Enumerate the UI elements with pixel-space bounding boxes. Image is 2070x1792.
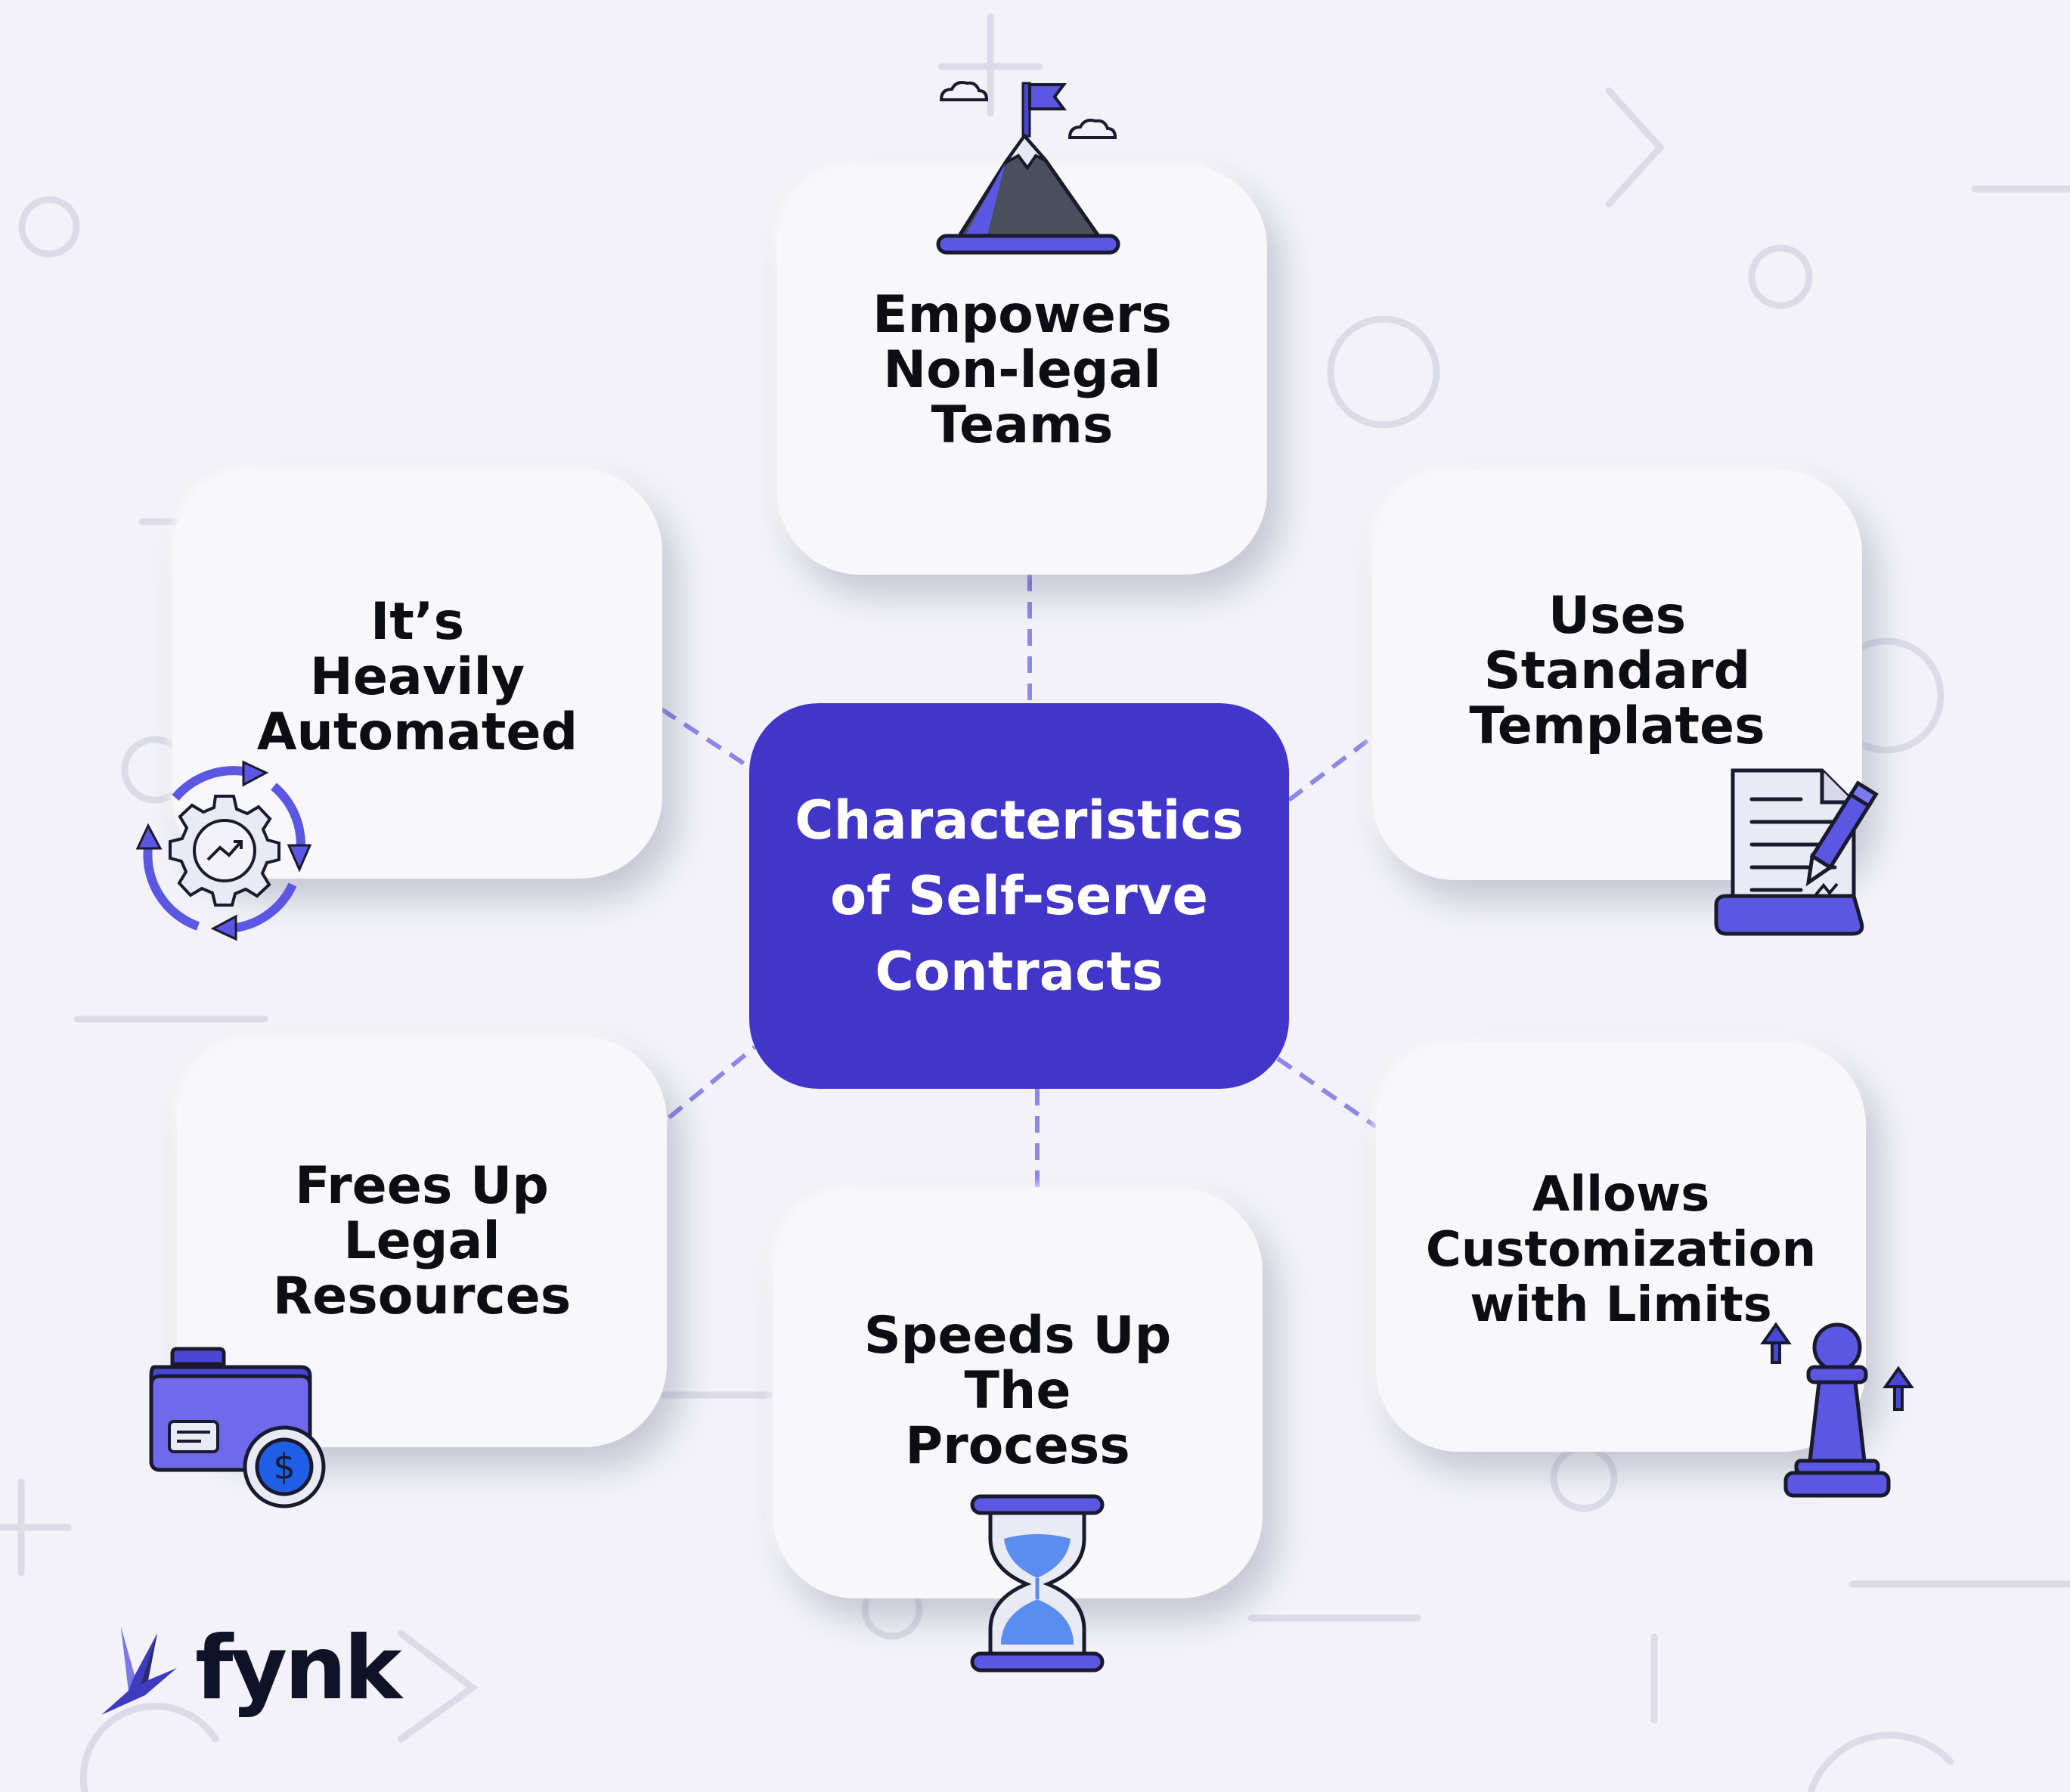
central-topic-line-1: Characteristics	[795, 789, 1244, 851]
card-bottom-line-3: Process	[905, 1416, 1130, 1476]
card-lower-right-line-3: with Limits	[1470, 1277, 1772, 1333]
card-allows-customization-with-limits: Allows Customization with Limits	[1376, 1042, 1866, 1452]
card-top-line-2: Non-legal	[883, 340, 1161, 400]
automation-gear-cycle-icon	[135, 760, 312, 941]
card-lower-left-line-2: Legal	[343, 1211, 500, 1271]
document-pen-icon	[1714, 768, 1879, 936]
svg-text:$: $	[273, 1446, 295, 1487]
card-upper-right-line-3: Templates	[1469, 696, 1765, 756]
brand-name: fynk	[195, 1617, 402, 1719]
card-bottom-line-2: The	[964, 1361, 1071, 1421]
card-upper-left-line-3: Automated	[256, 702, 578, 762]
card-upper-left-line-2: Heavily	[309, 647, 525, 707]
card-bottom-line-1: Speeds Up	[863, 1306, 1172, 1366]
central-topic-line-2: of Self-serve	[830, 865, 1208, 927]
card-upper-right-line-1: Uses	[1548, 586, 1687, 646]
central-topic-line-3: Contracts	[875, 941, 1164, 1003]
hourglass-icon	[970, 1494, 1105, 1673]
card-upper-right-line-2: Standard	[1483, 641, 1751, 701]
mountain-flag-icon	[936, 81, 1120, 255]
card-top-line-3: Teams	[931, 395, 1114, 455]
central-topic-box: Characteristics of Self-serve Contracts	[749, 703, 1289, 1089]
chess-pawn-arrows-icon	[1760, 1322, 1914, 1498]
card-top-line-1: Empowers	[872, 285, 1172, 345]
card-lower-right-line-1: Allows	[1532, 1167, 1710, 1223]
fynk-bird-logo-icon	[101, 1627, 177, 1715]
card-lower-left-line-3: Resources	[272, 1266, 572, 1326]
card-lower-left-line-1: Frees Up	[295, 1156, 549, 1216]
card-upper-left-line-1: It’s	[370, 592, 465, 652]
card-lower-right-line-2: Customization	[1425, 1222, 1817, 1278]
folder-money-icon: $	[149, 1347, 326, 1508]
